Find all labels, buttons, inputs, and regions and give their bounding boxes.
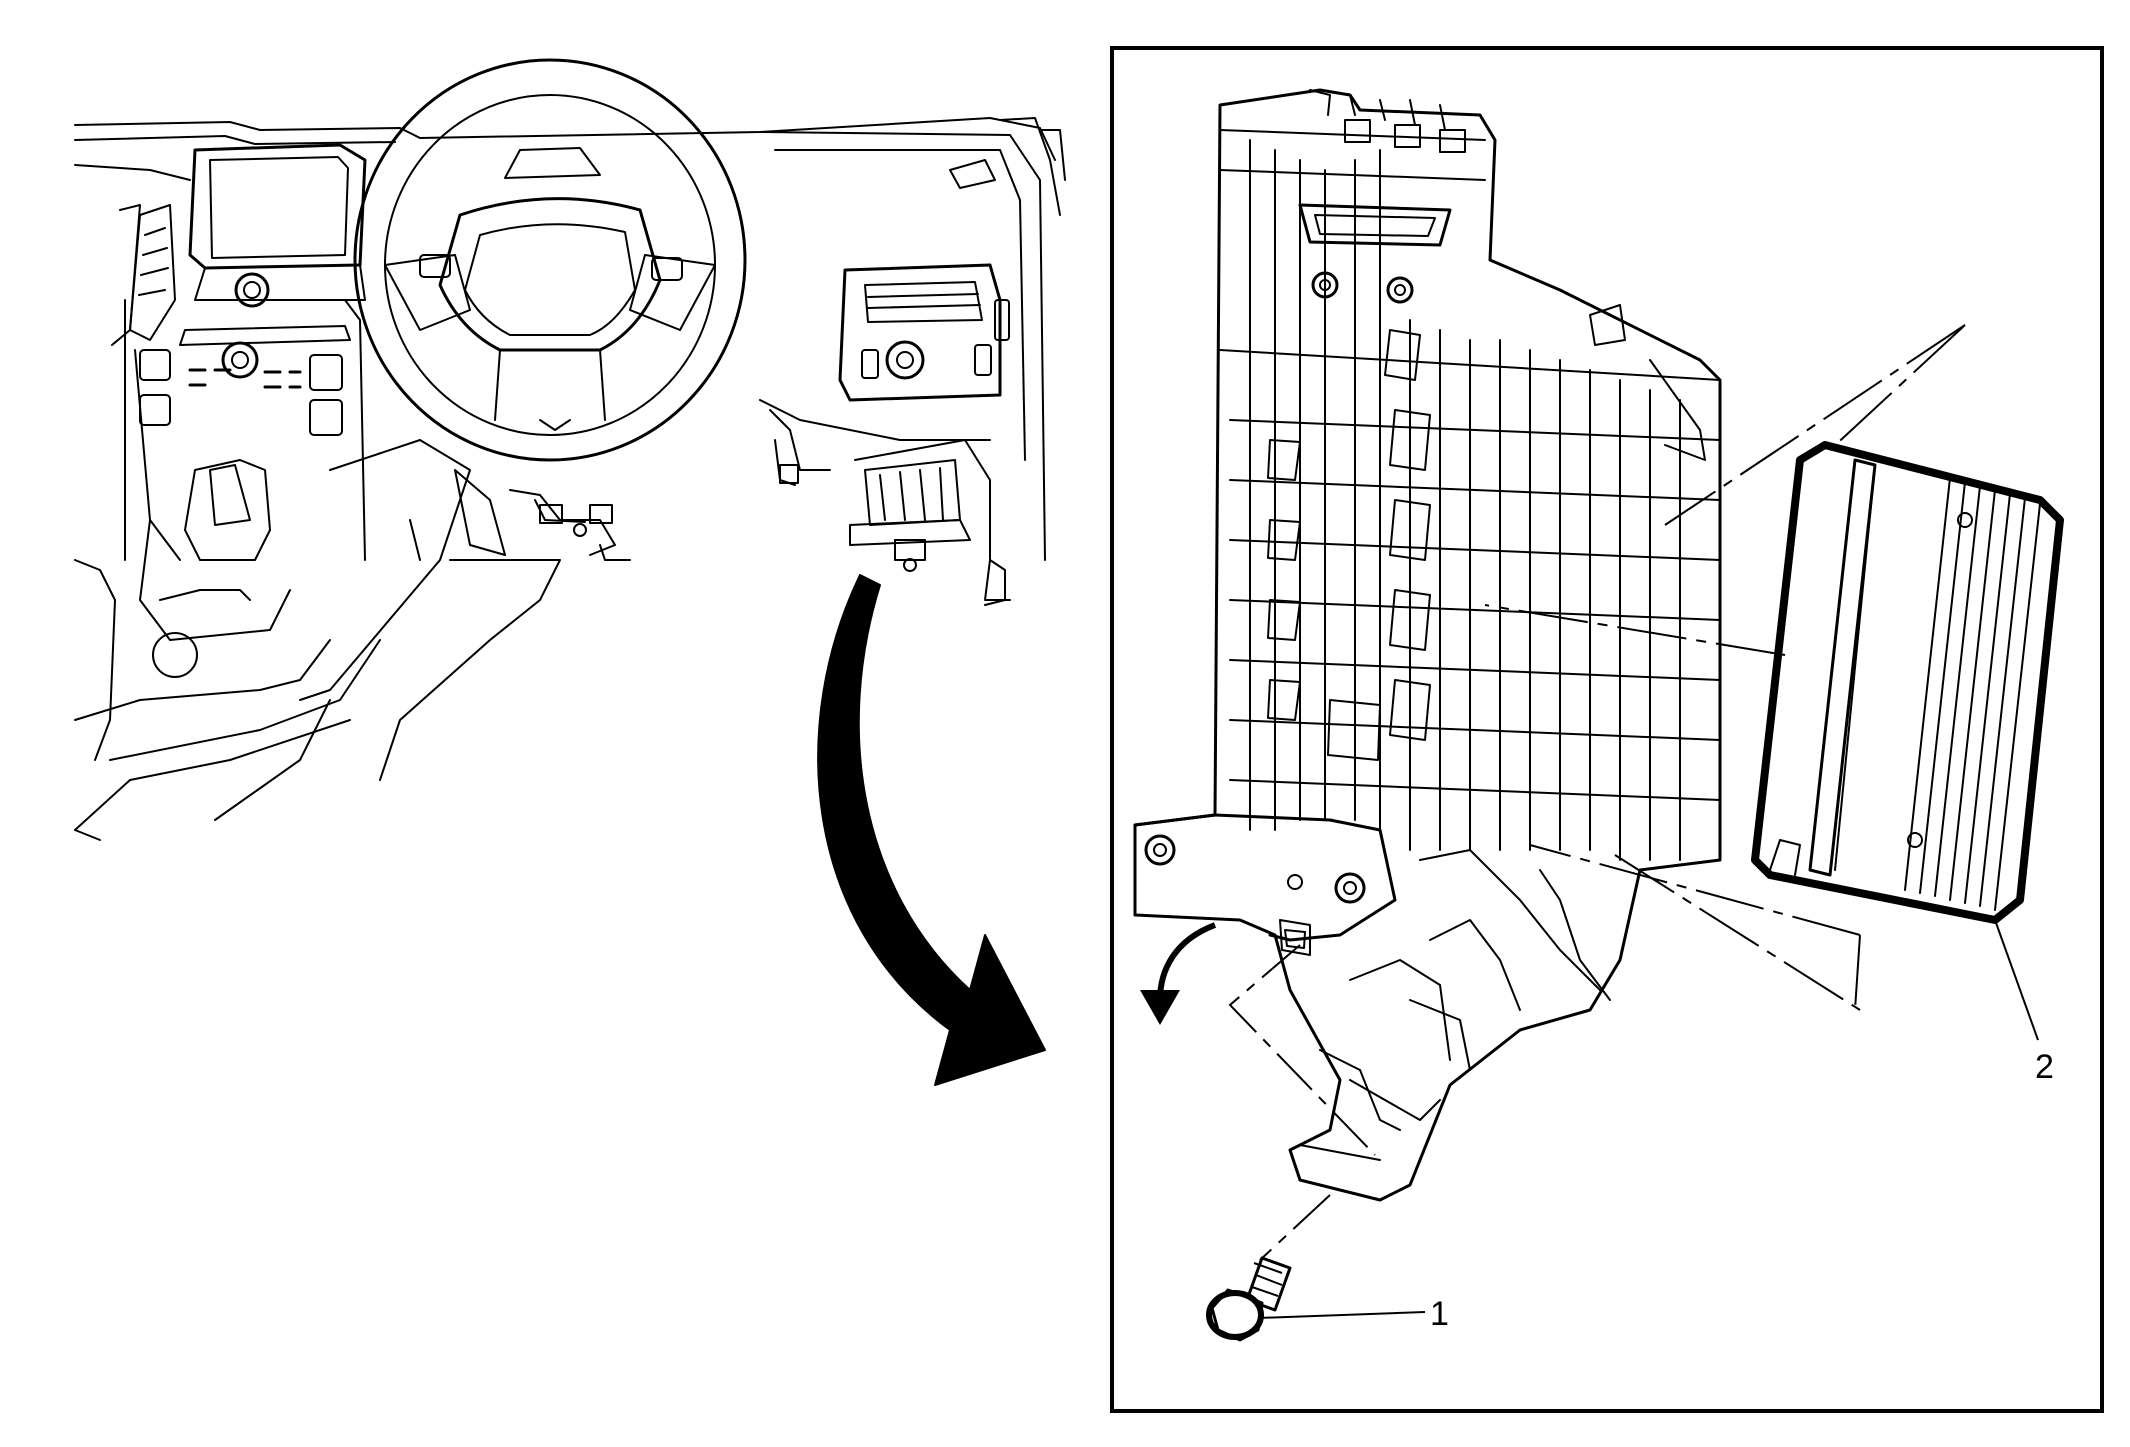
fastener-lines xyxy=(1228,944,1376,1261)
steering-column-bracket xyxy=(329,439,631,561)
bolt xyxy=(1206,1256,1292,1342)
passenger-dash xyxy=(759,117,1066,606)
alignment-lines xyxy=(1484,324,1966,1011)
removal-direction-arrow xyxy=(1140,922,1217,1025)
glovebox-bracket xyxy=(774,439,1011,606)
leader-line-1 xyxy=(1257,1311,1426,1319)
transition-arrow xyxy=(817,574,1046,1086)
center-stack xyxy=(124,272,366,561)
dashboard-overview xyxy=(74,58,1066,841)
module-mounting-bracket xyxy=(1133,88,1722,1202)
center-display xyxy=(188,143,367,301)
callout-1: 1 xyxy=(1430,1295,1449,1333)
left-air-vent xyxy=(111,204,176,346)
leader-lines xyxy=(1257,919,2039,1319)
gear-shifter xyxy=(139,459,291,678)
steering-wheel xyxy=(353,58,747,462)
callout-2: 2 xyxy=(2035,1048,2054,1086)
detail-view: 1 2 xyxy=(1110,46,2104,1413)
leader-line-2 xyxy=(1994,919,2039,1041)
right-air-vent xyxy=(838,263,1010,402)
curved-arrow-body xyxy=(817,574,1046,1086)
